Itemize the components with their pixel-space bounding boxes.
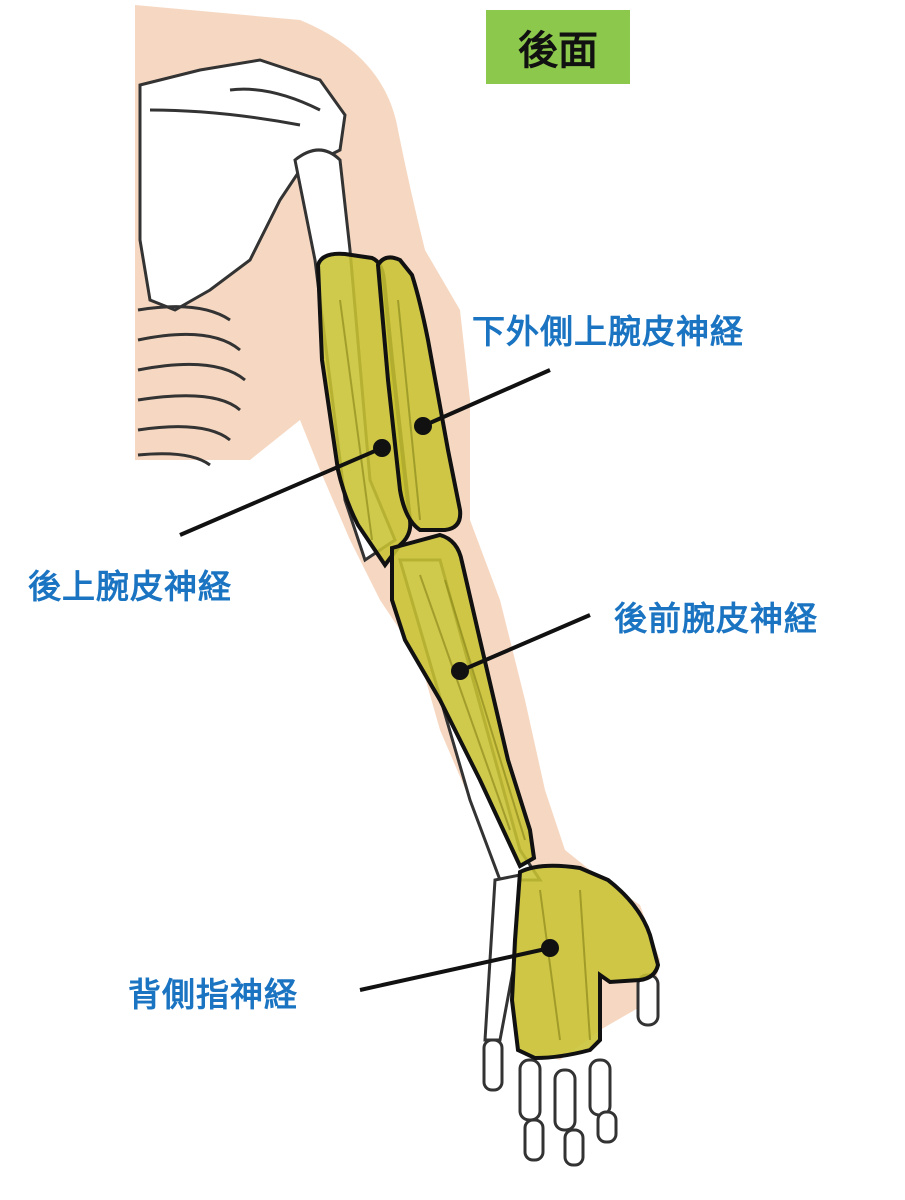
label-dorsal-digital: 背側指神経 [128, 975, 298, 1014]
leader-lines [179, 368, 591, 992]
label-posterior-antebrachial: 後前腕皮神経 [614, 599, 818, 638]
leader-line-lower-lateral-brachial [422, 368, 551, 428]
leader-dot-lower-lateral-brachial [414, 417, 432, 435]
region-inner-lines [339, 299, 591, 1041]
leader-dot-posterior-antebrachial [451, 662, 469, 680]
hand-bones [482, 873, 660, 1167]
posterior-antebrachial-region [390, 532, 537, 869]
scapula-spine [149, 87, 321, 127]
page-title: 後面 [518, 28, 598, 74]
leader-dot-dorsal-digital [541, 939, 559, 957]
label-posterior-brachial: 後上腕皮神経 [28, 567, 232, 606]
label-lower-lateral-brachial: 下外側上腕皮神経 [472, 312, 744, 351]
leader-line-dorsal-digital [359, 946, 551, 992]
leader-dot-posterior-brachial [373, 439, 391, 457]
leader-line-posterior-brachial [179, 446, 383, 537]
lower-lateral-brachial-region [375, 255, 463, 532]
title-badge: 後面 [486, 10, 630, 84]
leader-line-posterior-antebrachial [459, 613, 591, 673]
ribcage [137, 305, 246, 467]
